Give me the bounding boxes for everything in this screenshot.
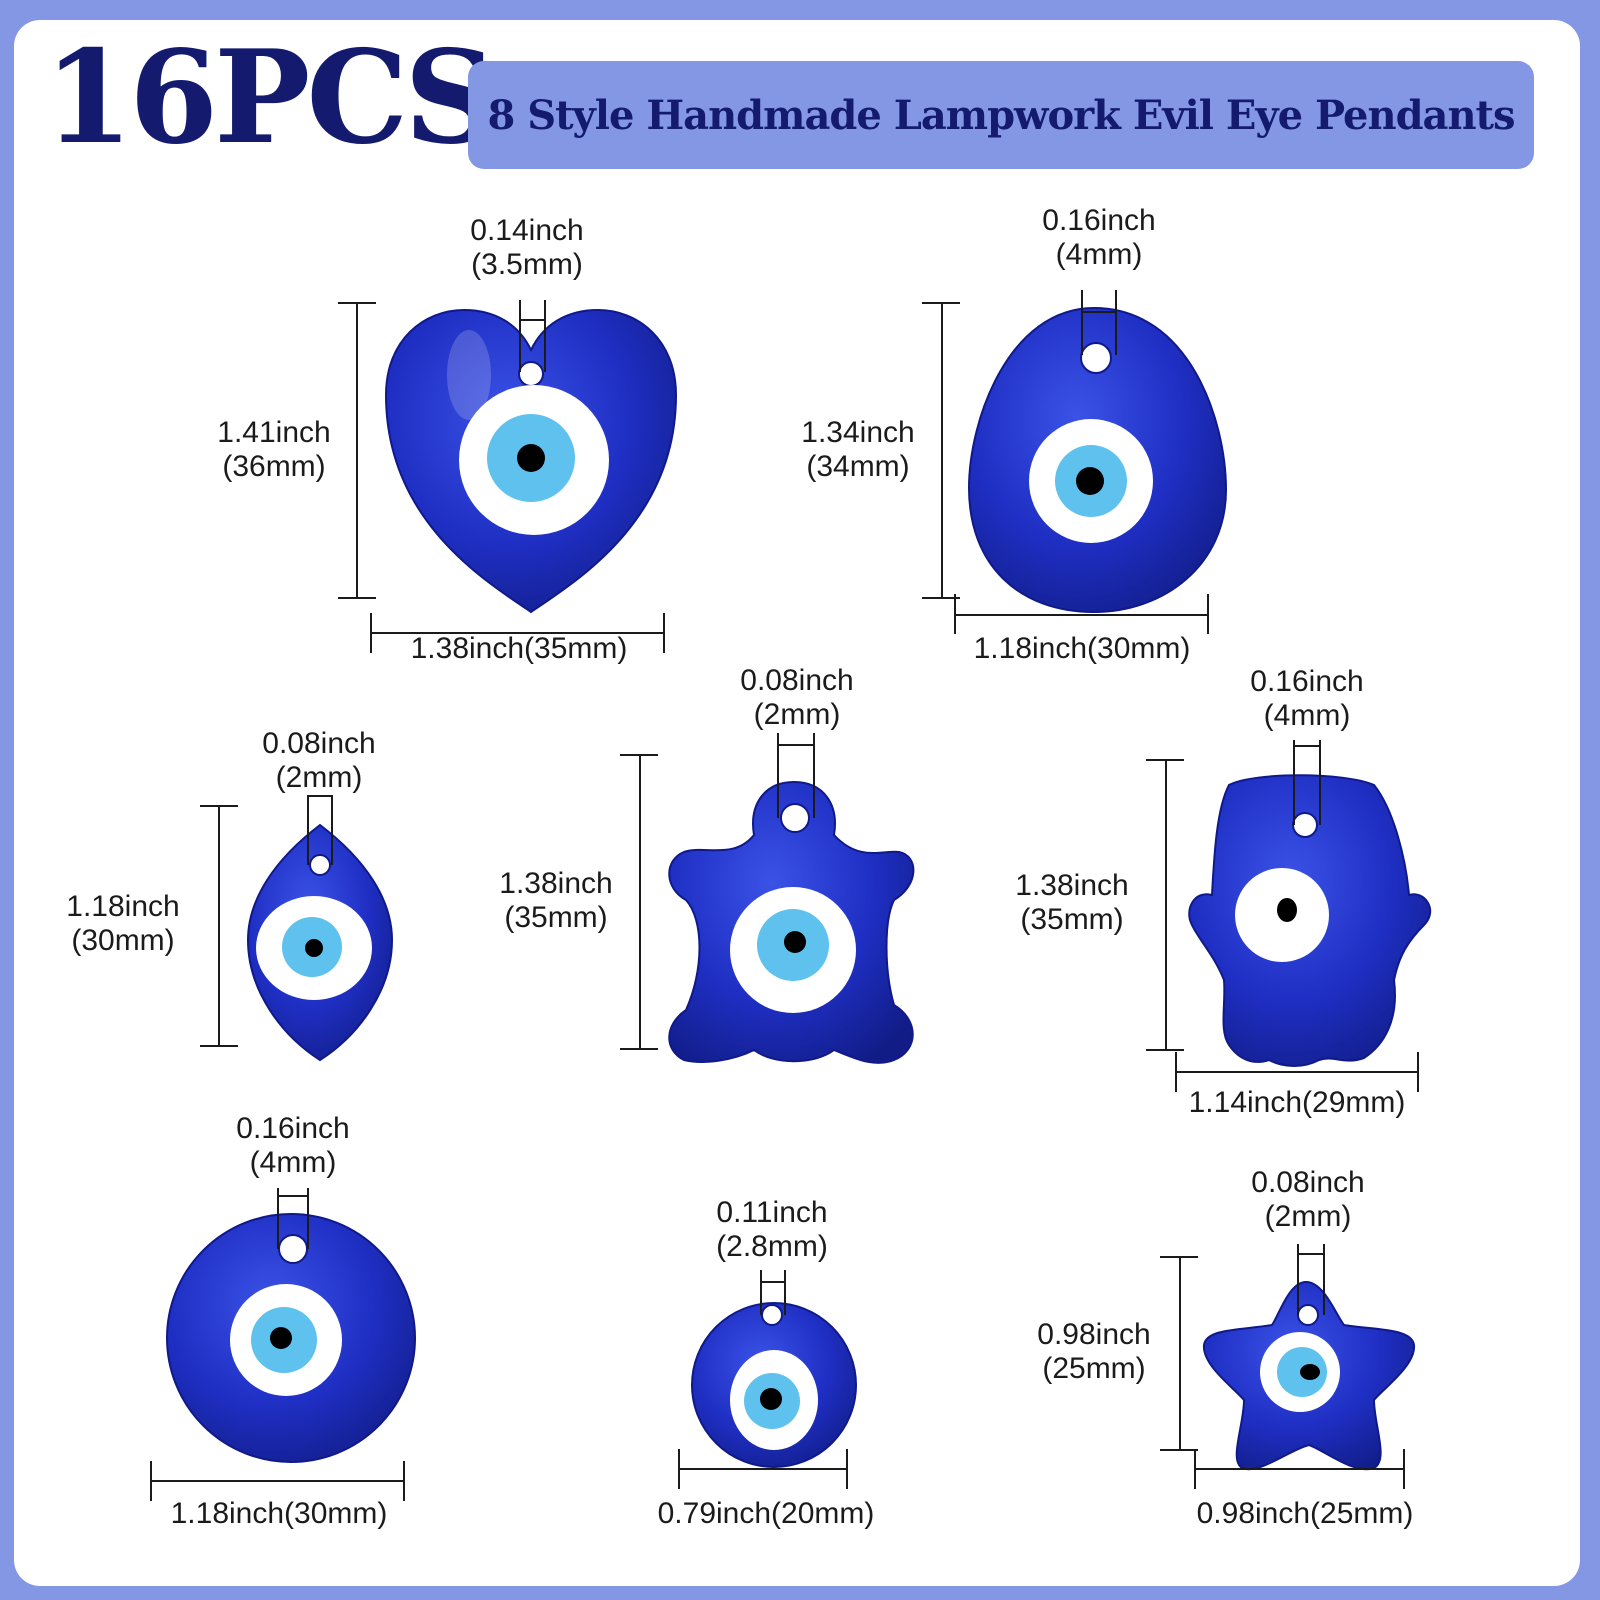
large-round-hole-label: 0.16inch(4mm) [236, 1112, 350, 1179]
pendants-illustration [150, 290, 1432, 1501]
hamsa-hole-label: 0.16inch(4mm) [1250, 665, 1364, 732]
dimension-lines [150, 290, 1419, 1501]
small-round-hole-label: 0.11inch(2.8mm) [716, 1196, 828, 1263]
horse-eye-height-label: 1.18inch(30mm) [66, 890, 180, 957]
heart-pendant [384, 308, 678, 614]
turtle-height-label: 1.38inch(35mm) [499, 867, 613, 934]
small-round-width-label: 0.79inch(20mm) [657, 1497, 875, 1530]
large-round-width-label: 1.18inch(30mm) [170, 1497, 388, 1530]
small-round-hole-line [760, 1270, 786, 1315]
subtitle-banner: 8 Style Handmade Lampwork Evil Eye Penda… [468, 61, 1534, 169]
star-height-label: 0.98inch(25mm) [1037, 1318, 1151, 1385]
horse-eye-hole-label: 0.08inch(2mm) [262, 727, 376, 794]
hamsa-hand-pendant [1188, 774, 1432, 1067]
heart-width-line [370, 613, 665, 653]
large-round-hole-line [277, 1188, 309, 1249]
star-height-line [1160, 1256, 1198, 1451]
heart-hole-label: 0.14inch(3.5mm) [470, 214, 584, 281]
turtle-pendant [668, 780, 915, 1064]
hamsa-height-line [1146, 759, 1184, 1051]
horse-eye-pendant [246, 823, 394, 1062]
heart-hole-line [519, 300, 546, 372]
star-hole-line [1297, 1244, 1325, 1315]
star-width-line [1194, 1449, 1405, 1489]
hamsa-hole-line [1293, 740, 1321, 825]
turtle-hole-label: 0.08inch(2mm) [740, 664, 854, 731]
teardrop-width-label: 1.18inch(30mm) [973, 632, 1191, 665]
star-width-label: 0.98inch(25mm) [1196, 1497, 1414, 1530]
hamsa-height-label: 1.38inch(35mm) [1015, 869, 1129, 936]
teardrop-width-line [954, 594, 1209, 634]
teardrop-height-label: 1.34inch(34mm) [801, 416, 915, 483]
heart-height-label: 1.41inch(36mm) [217, 416, 331, 483]
turtle-hole-line [777, 733, 815, 818]
turtle-height-line [620, 754, 658, 1050]
teardrop-pendant [967, 306, 1228, 614]
product-card: 16PCS 8 Style Handmade Lampwork Evil Eye… [14, 20, 1580, 1586]
hamsa-width-label: 1.14inch(29mm) [1188, 1086, 1406, 1119]
star-hole-label: 0.08inch(2mm) [1251, 1166, 1365, 1233]
teardrop-height-line [922, 302, 960, 599]
teardrop-hole-line [1081, 290, 1117, 355]
teardrop-hole-label: 0.16inch(4mm) [1042, 204, 1156, 271]
small-round-width-line [678, 1449, 848, 1489]
horse-eye-height-line [200, 805, 238, 1047]
subtitle-text: 8 Style Handmade Lampwork Evil Eye Penda… [487, 91, 1515, 139]
star-pendant [1202, 1280, 1416, 1471]
piece-count-title: 16PCS [44, 23, 497, 173]
large-round-width-line [150, 1461, 405, 1501]
small-round-pendant [691, 1302, 857, 1468]
heart-height-line [338, 302, 376, 599]
large-round-pendant [166, 1213, 416, 1463]
horse-eye-hole-line [307, 795, 333, 865]
heart-width-label: 1.38inch(35mm) [410, 632, 628, 665]
hamsa-width-line [1175, 1052, 1419, 1092]
